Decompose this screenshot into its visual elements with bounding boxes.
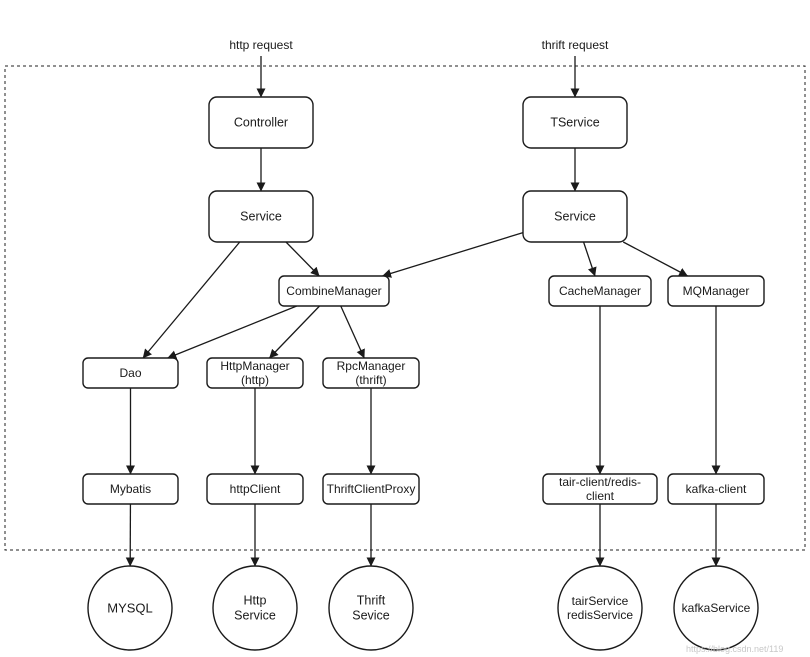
node-rpc-manager-box	[322, 357, 420, 389]
node-tservice-label: TService	[550, 116, 599, 130]
node-service-thrift: Service	[522, 190, 628, 243]
node-http-client-box	[206, 473, 304, 505]
edge-combine-manager-to-http-manager	[268, 305, 321, 359]
node-http-client: httpClient	[206, 473, 304, 505]
edge-combine-manager-to-dao	[167, 305, 298, 359]
node-combine-manager-box	[278, 275, 390, 307]
external-http-service-label-2: Service	[234, 609, 276, 623]
node-service-http-label: Service	[240, 210, 282, 224]
edge-service-thrift-to-combine-manager	[382, 231, 524, 278]
node-mq-manager-label: MQManager	[683, 284, 750, 298]
node-tair-redis-client-label-2: client	[586, 489, 615, 503]
edge-service-http-to-combine-manager	[285, 241, 320, 277]
node-kafka-client-label: kafka-client	[686, 482, 747, 496]
node-mq-manager-box	[667, 275, 765, 307]
external-kafka-service-label: kafkaService	[682, 601, 751, 615]
edge-combine-manager-to-rpc-manager	[340, 305, 365, 359]
thrift-request-label: thrift request	[542, 38, 609, 52]
node-service-thrift-box	[522, 190, 628, 243]
edge-service-http-to-dao	[142, 241, 241, 359]
node-mybatis: Mybatis	[82, 473, 179, 505]
external-thrift-service-circle	[328, 565, 414, 651]
node-http-manager-label-1: HttpManager	[220, 359, 289, 373]
node-cache-manager-label: CacheManager	[559, 284, 641, 298]
edge-service-thrift-to-cache-manager	[582, 241, 597, 277]
node-http-client-label: httpClient	[230, 482, 281, 496]
node-cache-manager: CacheManager	[548, 275, 652, 307]
node-mybatis-label: Mybatis	[110, 482, 151, 496]
external-thrift-service-label-1: Thrift	[357, 594, 386, 608]
node-tair-redis-client-box	[542, 473, 658, 505]
node-controller-box	[208, 96, 314, 149]
node-service-http: Service	[208, 190, 314, 243]
node-combine-manager-label: CombineManager	[286, 284, 381, 298]
external-tair-redis-service-label-2: redisService	[567, 608, 633, 622]
node-rpc-manager-label-2: (thrift)	[355, 373, 386, 387]
node-controller-label: Controller	[234, 116, 288, 130]
external-mysql-label: MYSQL	[107, 601, 153, 616]
external-http-service-label-1: Http	[244, 594, 267, 608]
node-thrift-client-proxy: ThriftClientProxy	[322, 473, 420, 505]
external-tair-redis-service-circle	[557, 565, 643, 651]
node-tair-redis-client-label-1: tair-client/redis-	[559, 475, 641, 489]
node-tair-redis-client: tair-client/redis-client	[542, 473, 658, 505]
node-http-manager-box	[206, 357, 304, 389]
node-tservice-box	[522, 96, 628, 149]
node-dao-box	[82, 357, 179, 389]
http-request-label: http request	[229, 38, 293, 52]
node-controller: Controller	[208, 96, 314, 149]
node-service-thrift-label: Service	[554, 210, 596, 224]
node-thrift-client-proxy-label: ThriftClientProxy	[327, 482, 416, 496]
node-http-manager-label-2: (http)	[241, 373, 269, 387]
external-kafka-service: kafkaService	[673, 565, 759, 651]
node-kafka-client-box	[667, 473, 765, 505]
external-kafka-service-circle	[673, 565, 759, 651]
external-mysql-circle	[87, 565, 173, 651]
node-mybatis-box	[82, 473, 179, 505]
edges-layer	[125, 56, 721, 567]
external-http-service-circle	[212, 565, 298, 651]
node-rpc-manager-label-1: RpcManager	[337, 359, 406, 373]
node-http-manager: HttpManager(http)	[206, 357, 304, 389]
node-cache-manager-box	[548, 275, 652, 307]
node-combine-manager: CombineManager	[278, 275, 390, 307]
watermark: https://blog.csdn.net/119	[686, 644, 783, 654]
node-thrift-client-proxy-box	[322, 473, 420, 505]
node-service-http-box	[208, 190, 314, 243]
node-kafka-client: kafka-client	[667, 473, 765, 505]
external-tair-redis-service-label-1: tairService	[572, 594, 629, 608]
external-mysql: MYSQL	[87, 565, 173, 651]
node-tservice: TService	[522, 96, 628, 149]
node-mq-manager: MQManager	[667, 275, 765, 307]
node-rpc-manager: RpcManager(thrift)	[322, 357, 420, 389]
node-dao: Dao	[82, 357, 179, 389]
external-thrift-service-label-2: Sevice	[352, 609, 390, 623]
node-dao-label: Dao	[119, 366, 141, 380]
edge-service-thrift-to-mq-manager	[622, 241, 689, 277]
